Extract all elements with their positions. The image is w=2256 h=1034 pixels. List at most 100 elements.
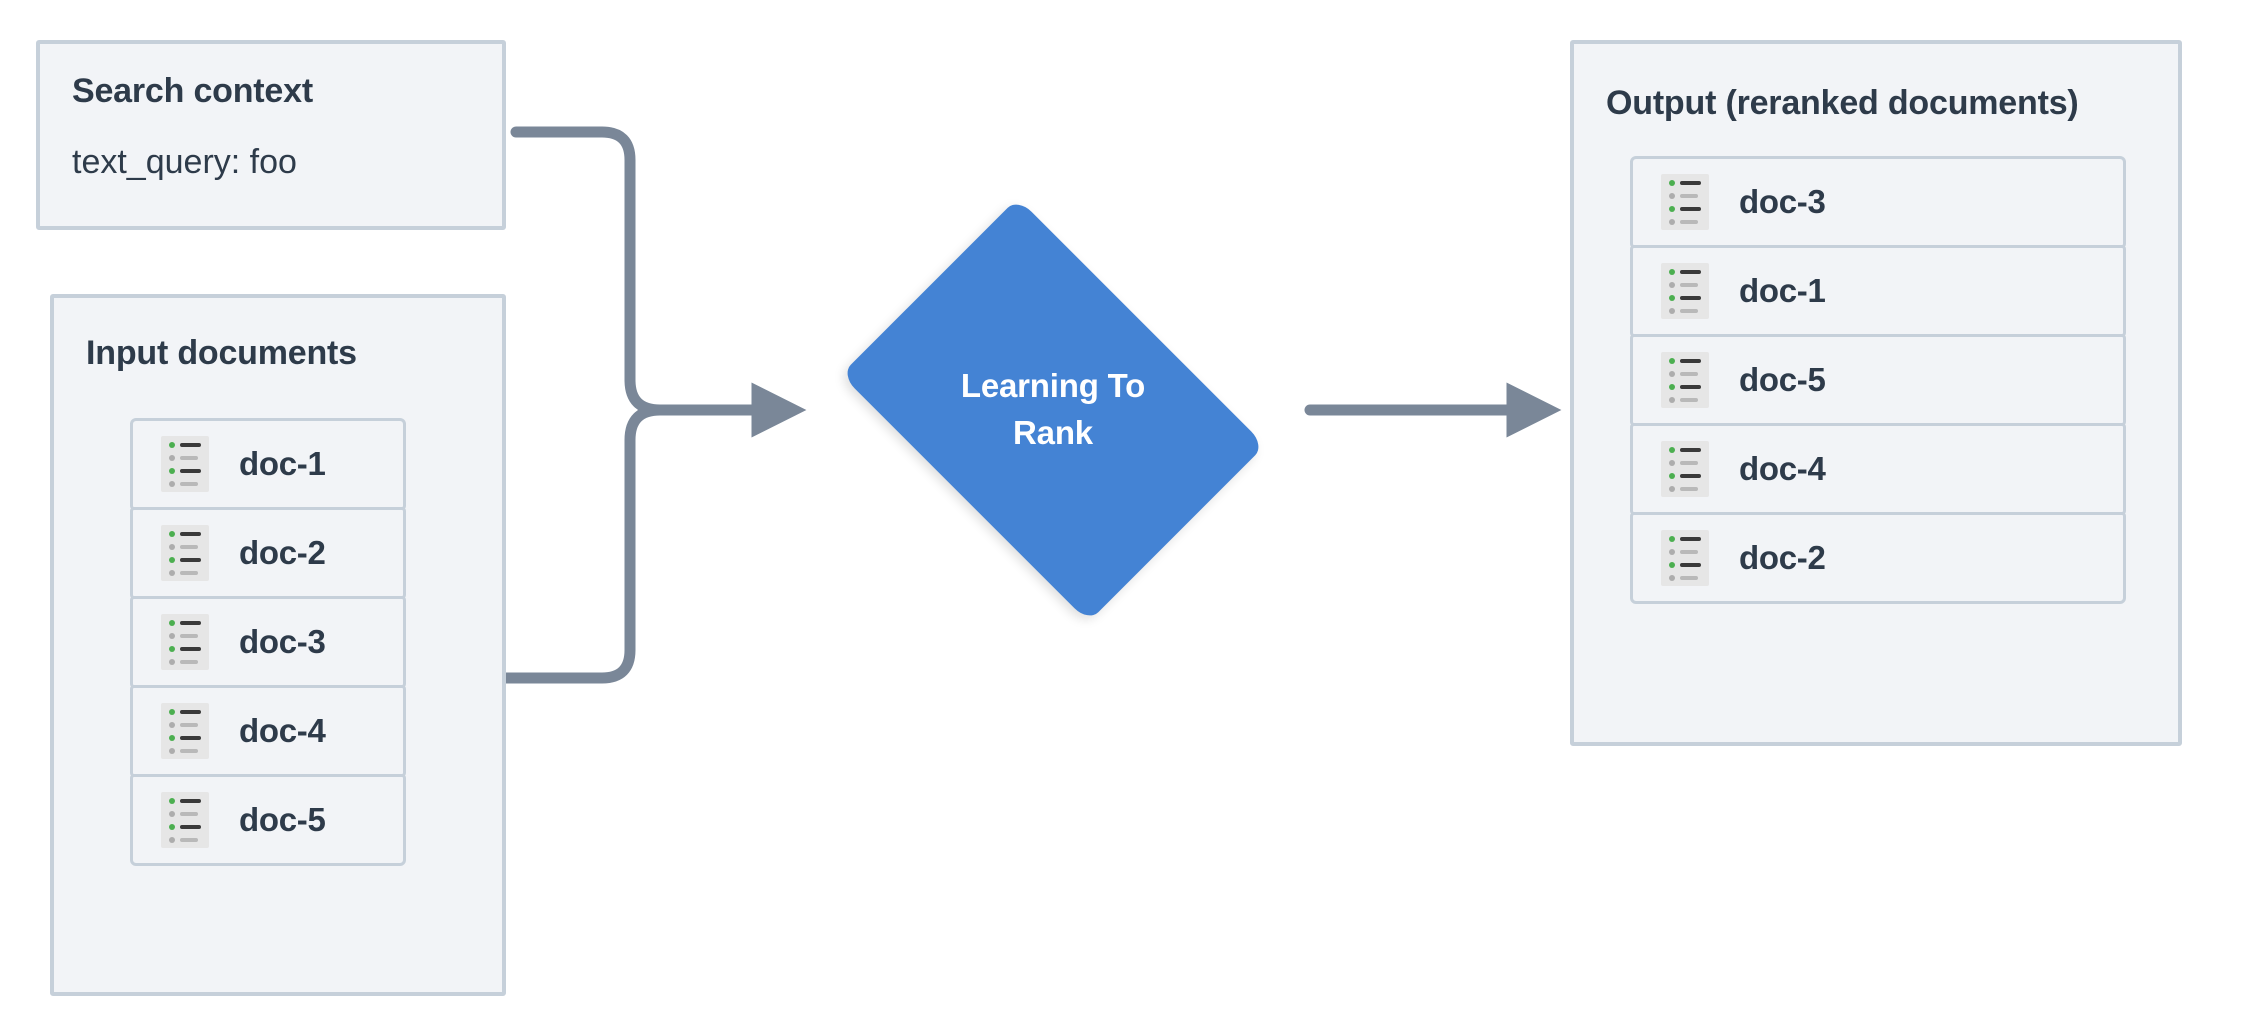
document-row[interactable]: doc-3 <box>130 596 406 688</box>
document-list-icon <box>161 436 209 492</box>
document-label: doc-1 <box>239 445 326 482</box>
icon-bar-dark <box>180 798 201 803</box>
document-row[interactable]: doc-2 <box>1630 512 2126 604</box>
input-document-list: doc-1 doc-2 doc-3 doc-4 doc-5 <box>130 418 406 866</box>
icon-line-3 <box>1669 205 1701 212</box>
document-list-icon <box>1661 174 1709 230</box>
icon-bullet-green <box>169 645 175 652</box>
icon-bullet-green <box>169 441 175 448</box>
icon-bar-light <box>180 570 198 575</box>
icon-bar-dark <box>180 709 201 714</box>
icon-line-3 <box>1669 294 1701 301</box>
icon-bar-light <box>180 633 198 638</box>
icon-bullet-green <box>1669 205 1675 212</box>
icon-line-1 <box>169 530 201 537</box>
icon-bullet-green <box>1669 179 1675 186</box>
document-row[interactable]: doc-3 <box>1630 156 2126 248</box>
icon-bar-dark <box>1680 358 1701 363</box>
icon-bullet-green <box>169 797 175 804</box>
icon-bar-light <box>1680 575 1698 580</box>
icon-bar-dark <box>180 531 201 536</box>
icon-line-2 <box>169 454 201 461</box>
icon-bar-dark <box>1680 384 1701 389</box>
icon-bar-light <box>180 748 198 753</box>
icon-line-2 <box>169 632 201 639</box>
icon-bar-dark <box>1680 269 1701 274</box>
icon-line-1 <box>1669 179 1701 186</box>
icon-line-4 <box>169 480 201 487</box>
icon-bar-light <box>1680 397 1698 402</box>
icon-line-1 <box>169 708 201 715</box>
document-label: doc-3 <box>239 623 326 660</box>
icon-line-3 <box>169 556 201 563</box>
icon-bullet-gray <box>1669 370 1675 377</box>
icon-bar-light <box>1680 549 1698 554</box>
document-label: doc-5 <box>239 801 326 838</box>
icon-bullet-gray <box>1669 574 1675 581</box>
document-row[interactable]: doc-5 <box>1630 334 2126 426</box>
icon-line-1 <box>1669 268 1701 275</box>
icon-bar-light <box>180 722 198 727</box>
icon-line-3 <box>169 734 201 741</box>
document-label: doc-3 <box>1739 183 1826 220</box>
document-label: doc-2 <box>1739 539 1826 576</box>
icon-bar-dark <box>180 468 201 473</box>
learning-to-rank-label: Learning To Rank <box>960 367 1146 451</box>
document-row[interactable]: doc-2 <box>130 507 406 599</box>
icon-line-2 <box>1669 281 1701 288</box>
icon-bullet-gray <box>169 721 175 728</box>
icon-bar-dark <box>180 557 201 562</box>
document-row[interactable]: doc-1 <box>1630 245 2126 337</box>
icon-bar-light <box>1680 193 1698 198</box>
icon-bar-light <box>180 544 198 549</box>
edge-search-context-to-ltr <box>510 126 666 416</box>
document-row[interactable]: doc-5 <box>130 774 406 866</box>
icon-bullet-green <box>1669 383 1675 390</box>
learning-to-rank-node[interactable]: Learning To Rank <box>822 197 1284 623</box>
icon-bullet-gray <box>1669 459 1675 466</box>
document-list-icon <box>161 614 209 670</box>
icon-line-1 <box>169 619 201 626</box>
icon-bar-dark <box>180 735 201 740</box>
output-title: Output (reranked documents) <box>1606 84 2079 122</box>
icon-bar-dark <box>1680 447 1701 452</box>
search-context-title: Search context <box>72 72 313 110</box>
icon-line-4 <box>1669 218 1701 225</box>
icon-bar-light <box>1680 460 1698 465</box>
document-list-icon <box>1661 530 1709 586</box>
document-row[interactable]: doc-4 <box>1630 423 2126 515</box>
icon-bullet-green <box>169 823 175 830</box>
icon-line-1 <box>1669 446 1701 453</box>
icon-bullet-gray <box>169 658 175 665</box>
icon-bar-light <box>180 837 198 842</box>
document-row[interactable]: doc-1 <box>130 418 406 510</box>
edge-input-documents-to-ltr <box>500 404 666 684</box>
icon-line-4 <box>1669 396 1701 403</box>
icon-bar-dark <box>1680 536 1701 541</box>
icon-bullet-green <box>1669 446 1675 453</box>
icon-bullet-gray <box>169 632 175 639</box>
icon-bullet-gray <box>169 454 175 461</box>
icon-bar-light <box>1680 371 1698 376</box>
icon-bar-light <box>1680 486 1698 491</box>
icon-line-2 <box>1669 548 1701 555</box>
document-list-icon <box>161 525 209 581</box>
icon-line-2 <box>169 810 201 817</box>
icon-bullet-gray <box>1669 281 1675 288</box>
document-list-icon <box>1661 263 1709 319</box>
icon-line-4 <box>1669 307 1701 314</box>
document-list-icon <box>161 703 209 759</box>
icon-bullet-gray <box>1669 396 1675 403</box>
icon-bar-dark <box>180 646 201 651</box>
icon-bullet-green <box>1669 357 1675 364</box>
icon-bullet-gray <box>1669 192 1675 199</box>
icon-bullet-gray <box>1669 307 1675 314</box>
input-documents-title: Input documents <box>86 334 357 372</box>
icon-bar-dark <box>1680 295 1701 300</box>
icon-bar-light <box>180 481 198 486</box>
icon-bullet-gray <box>1669 218 1675 225</box>
icon-bullet-gray <box>169 810 175 817</box>
document-row[interactable]: doc-4 <box>130 685 406 777</box>
